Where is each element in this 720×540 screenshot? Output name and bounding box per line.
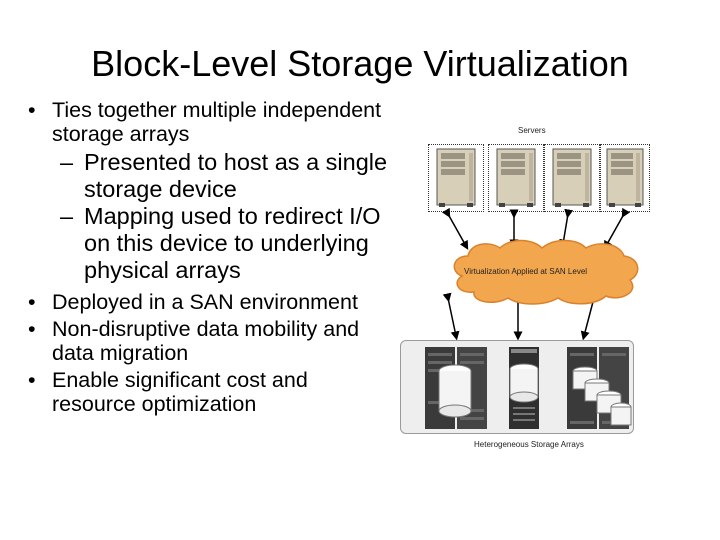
sub-bullet-text: Presented to host as a single storage de… bbox=[84, 149, 388, 202]
cloud-label: Virtualization Applied at SAN Level bbox=[464, 267, 588, 276]
server-icon bbox=[428, 144, 484, 212]
servers-label: Servers bbox=[518, 126, 546, 135]
storage-arrays-panel bbox=[400, 340, 634, 434]
bullet-item: • Non-disruptive data mobility and data … bbox=[28, 317, 388, 365]
server-icon bbox=[488, 144, 544, 212]
bullet-text: Non-disruptive data mobility and data mi… bbox=[52, 317, 360, 365]
server-icon bbox=[544, 144, 600, 212]
sub-bullet-marker: – bbox=[60, 203, 74, 229]
storage-array-icon bbox=[425, 347, 632, 429]
connector-arrows bbox=[441, 207, 631, 341]
storage-arrays-label: Heterogeneous Storage Arrays bbox=[474, 440, 584, 449]
bullet-text: Deployed in a SAN environment bbox=[52, 290, 358, 314]
bullet-list: • Ties together multiple independent sto… bbox=[28, 98, 388, 416]
bullet-text: Ties together multiple independent stora… bbox=[52, 98, 382, 146]
server-icon bbox=[600, 144, 650, 212]
sub-bullet-item: – Presented to host as a single storage … bbox=[28, 149, 388, 203]
cloud-icon bbox=[453, 239, 639, 305]
bullet-text: Enable significant cost and resource opt… bbox=[52, 368, 308, 416]
bullet-item: • Enable significant cost and resource o… bbox=[28, 368, 388, 416]
bullet-marker: • bbox=[28, 317, 36, 341]
sub-bullet-item: – Mapping used to redirect I/O on this d… bbox=[28, 203, 388, 284]
bullet-item: • Ties together multiple independent sto… bbox=[28, 98, 388, 146]
bullet-marker: • bbox=[28, 368, 36, 392]
bullet-item: • Deployed in a SAN environment bbox=[28, 290, 388, 314]
sub-bullet-marker: – bbox=[60, 149, 74, 175]
sub-bullet-text: Mapping used to redirect I/O on this dev… bbox=[84, 203, 381, 283]
storage-virtualization-diagram: Servers bbox=[398, 118, 650, 458]
slide-title: Block-Level Storage Virtualization bbox=[91, 43, 629, 84]
bullet-marker: • bbox=[28, 98, 36, 122]
bullet-marker: • bbox=[28, 290, 36, 314]
